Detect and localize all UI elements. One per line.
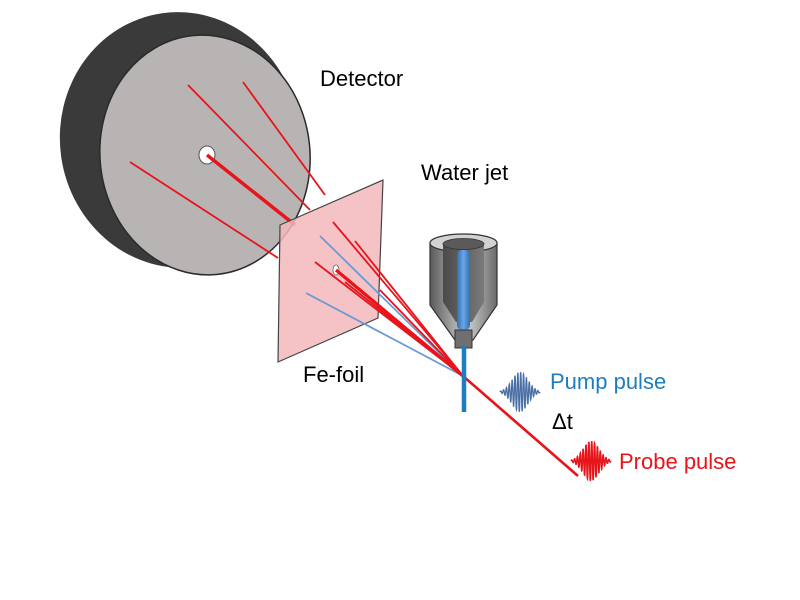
fe-foil-plane <box>277 179 384 363</box>
scattered-rays-detector <box>129 81 326 259</box>
pump-wave-packet-icon <box>499 371 541 413</box>
fe-foil-label: Fe-foil <box>303 362 365 387</box>
probe-beam <box>462 375 579 477</box>
delta-t-label: Δt <box>552 409 573 434</box>
water-jet-nozzle <box>429 233 498 349</box>
pump-pulse-label: Pump pulse <box>550 369 667 394</box>
jet-core <box>457 250 470 330</box>
water-jet-label: Water jet <box>421 160 509 185</box>
probe-wave-packet-icon <box>570 440 612 482</box>
detector-label: Detector <box>320 66 404 91</box>
detector-disk <box>59 12 311 276</box>
probe-pulse-label: Probe pulse <box>619 449 737 474</box>
scattered-rays-foil <box>305 221 465 378</box>
